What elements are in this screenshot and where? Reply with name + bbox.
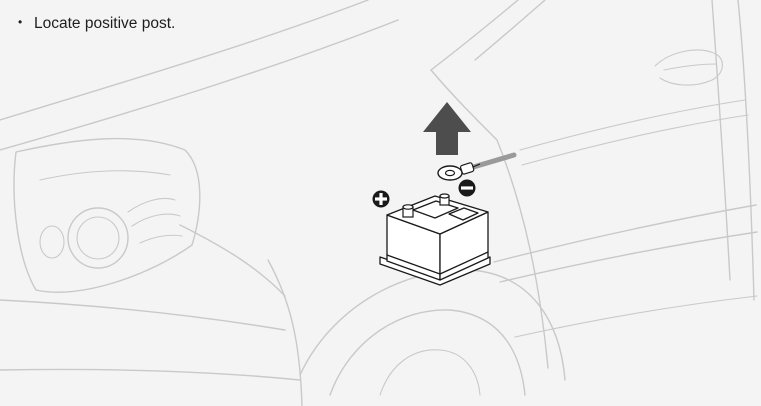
car-battery	[379, 193, 491, 286]
instruction-label: Locate positive post.	[34, 15, 176, 32]
plus-circle-icon	[372, 190, 390, 208]
up-arrow-icon	[423, 102, 471, 155]
headlight-outline	[13, 137, 201, 293]
battery-cable	[437, 152, 517, 181]
bullet-marker: •	[18, 15, 23, 29]
minus-circle-icon	[458, 179, 476, 197]
instruction-text: • Locate positive post.	[18, 15, 175, 33]
